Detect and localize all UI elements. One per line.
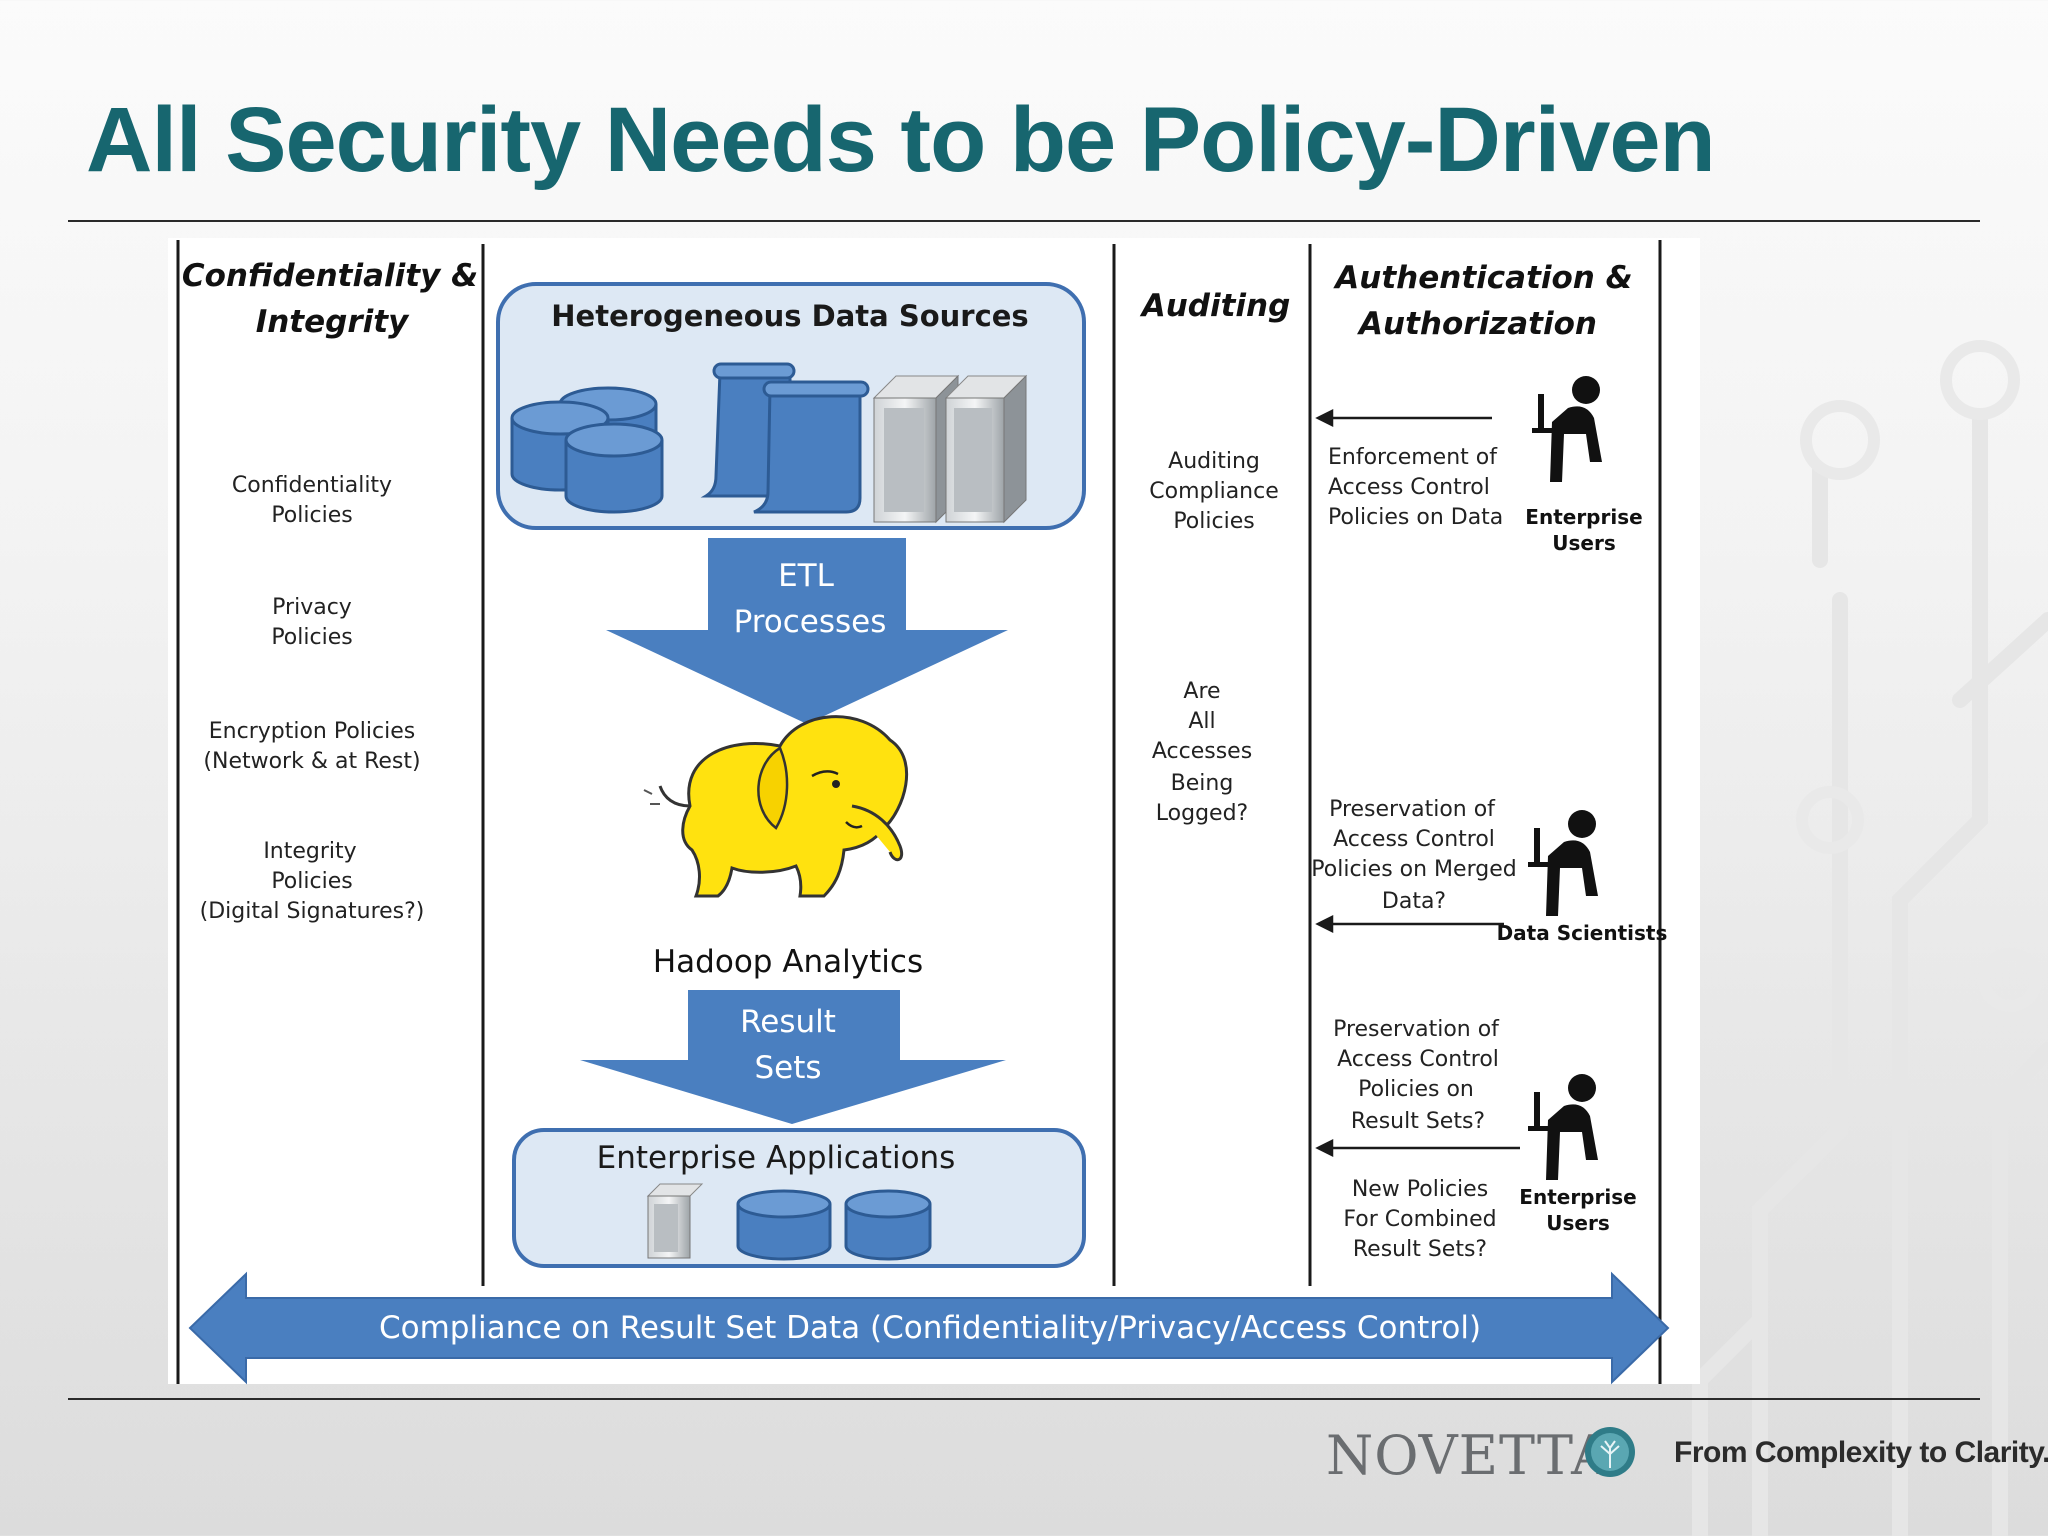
etl-arrow (606, 538, 1008, 724)
auditing-policies-line1: Auditing (1168, 449, 1260, 474)
document-scrolls-icon (700, 362, 870, 514)
result-sets-arrow-small (1315, 1138, 1520, 1158)
merged-data-line4: Data? (1382, 889, 1446, 914)
page-title: All Security Needs to be Policy-Driven (86, 89, 1716, 191)
new-policies-line2: For Combined (1343, 1207, 1496, 1232)
actor-data-scientists: Data Scientists (1497, 921, 1668, 945)
compliance-banner-label: Compliance on Result Set Data (Confident… (379, 1310, 1481, 1346)
result-sets-preservation-line1: Preservation of (1333, 1017, 1500, 1042)
enterprise-server-icon (646, 1183, 704, 1259)
data-sources-label: Heterogeneous Data Sources (551, 299, 1028, 333)
title-divider (68, 220, 1980, 222)
logged-question-line1: Are (1183, 679, 1220, 704)
merged-data-line3: Policies on Merged (1311, 857, 1516, 882)
user-icon (1532, 376, 1602, 482)
database-cylinders-icon (510, 386, 664, 514)
new-policies-line3: Result Sets? (1353, 1237, 1487, 1262)
column-separators (176, 240, 1662, 1384)
actor-enterprise-users-2-line2: Users (1546, 1211, 1609, 1235)
user-icon (1528, 810, 1598, 916)
enforcement-arrow (1315, 408, 1492, 428)
merged-data-arrow (1315, 914, 1504, 934)
logged-question-line2: All (1188, 709, 1215, 734)
result-sets-preservation-line2: Access Control (1337, 1047, 1499, 1072)
auditing-policies-line2: Compliance (1149, 479, 1279, 504)
user-icon (1528, 1074, 1598, 1180)
auth-header-line1: Authentication & (1332, 260, 1632, 296)
confidentiality-policies-line2: Policies (271, 503, 352, 528)
result-sets-label-line2: Sets (754, 1050, 821, 1086)
compliance-banner-arrow (188, 1271, 1670, 1385)
confidentiality-header-line1: Confidentiality & (182, 258, 478, 294)
privacy-policies-line1: Privacy (272, 595, 352, 620)
encryption-policies-line1: Encryption Policies (209, 719, 415, 744)
actor-enterprise-users-2-line1: Enterprise (1519, 1185, 1636, 1209)
hadoop-elephant-icon (643, 715, 908, 898)
auth-header-line2: Authorization (1356, 306, 1597, 342)
integrity-policies-line1: Integrity (263, 839, 356, 864)
enforcement-line1: Enforcement of (1328, 445, 1498, 470)
encryption-policies-line2: (Network & at Rest) (203, 749, 420, 774)
merged-data-line1: Preservation of (1329, 797, 1496, 822)
server-racks-icon (872, 374, 1028, 524)
enterprise-database-icon (736, 1189, 932, 1261)
logged-question-line5: Logged? (1156, 801, 1248, 826)
auditing-header: Auditing (1139, 288, 1291, 324)
footer-tagline: From Complexity to Clarity. (1674, 1436, 2048, 1469)
logged-question-line3: Accesses (1152, 739, 1252, 764)
result-sets-arrow (580, 990, 1006, 1124)
confidentiality-header-line2: Integrity (256, 304, 410, 340)
etl-label-line2: Processes (734, 604, 887, 640)
result-sets-preservation-line4: Result Sets? (1351, 1109, 1485, 1134)
actor-enterprise-users-1-line1: Enterprise (1525, 505, 1642, 529)
enforcement-line3: Policies on Data (1328, 505, 1503, 530)
enterprise-apps-label: Enterprise Applications (597, 1140, 956, 1176)
hadoop-label: Hadoop Analytics (653, 944, 923, 980)
logged-question-line4: Being (1171, 771, 1234, 796)
integrity-policies-line3: (Digital Signatures?) (200, 899, 425, 924)
footer-divider (68, 1398, 1980, 1400)
integrity-policies-line2: Policies (271, 869, 352, 894)
etl-label-line1: ETL (778, 558, 835, 594)
enforcement-line2: Access Control (1328, 475, 1490, 500)
auditing-policies-line3: Policies (1173, 509, 1254, 534)
novetta-logo: NOVETTA (1326, 1424, 1612, 1487)
actor-enterprise-users-1-line2: Users (1552, 531, 1615, 555)
new-policies-line1: New Policies (1352, 1177, 1488, 1202)
result-sets-label-line1: Result (740, 1004, 836, 1040)
confidentiality-policies-line1: Confidentiality (232, 473, 392, 498)
result-sets-preservation-line3: Policies on (1358, 1077, 1474, 1102)
novetta-tree-icon (1585, 1427, 1635, 1477)
merged-data-line2: Access Control (1333, 827, 1495, 852)
privacy-policies-line2: Policies (271, 625, 352, 650)
